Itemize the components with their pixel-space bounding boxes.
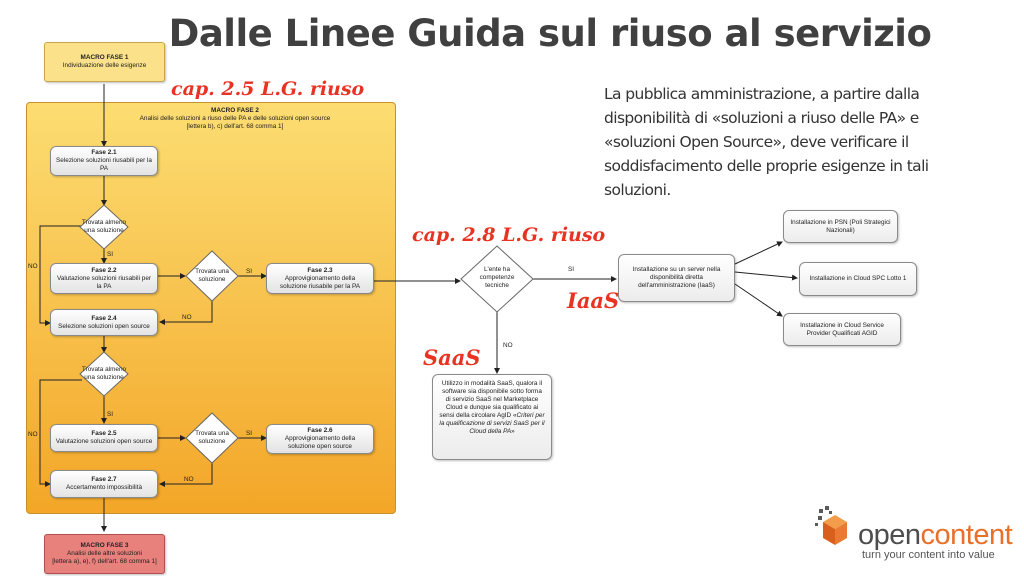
psn-text: Installazione in PSN (Poli Strategici Na… bbox=[790, 218, 891, 234]
macro-phase-3-ref: [lettera a), e), f) dell'art. 68 comma 1… bbox=[52, 558, 157, 565]
decision-competenze-line2: competenze bbox=[479, 274, 515, 281]
decision-1-line2: una soluzione bbox=[84, 227, 124, 234]
macro-phase-1-heading: MACRO FASE 1 bbox=[80, 54, 129, 61]
phase-2-4-text: Selezione soluzioni open source bbox=[58, 322, 150, 330]
yes-label-d3: SI bbox=[107, 411, 114, 418]
intro-text: La pubblica amministrazione, a partire d… bbox=[604, 85, 929, 199]
decision-4-line1: Trovata una bbox=[195, 430, 229, 437]
cloud-spc-text: Installazione in Cloud SPC Lotto 1 bbox=[809, 275, 907, 282]
macro-phase-2-heading: MACRO FASE 2 bbox=[211, 107, 259, 114]
opencontent-logo-icon bbox=[815, 506, 847, 545]
decision-1-label: Trovata almeno una soluzione bbox=[74, 219, 134, 235]
saas-text-end: » bbox=[511, 428, 515, 435]
phase-2-4-heading: Fase 2.4 bbox=[91, 314, 117, 322]
saas-box: Utilizzo in modalità SaaS, qualora il so… bbox=[432, 374, 552, 460]
macro-phase-1-text: Individuazione delle esigenze bbox=[62, 62, 147, 69]
phase-2-1-text: Selezione soluzioni riusabili per la PA bbox=[56, 157, 152, 172]
decision-competenze-line1: L'ente ha bbox=[483, 266, 511, 273]
logo-open: open bbox=[858, 519, 921, 551]
decision-1-line1: Trovata almeno bbox=[81, 219, 127, 226]
no-label-d1: NO bbox=[28, 263, 38, 270]
yes-label-d1: SI bbox=[107, 251, 114, 258]
macro-phase-2-header: MACRO FASE 2 Analisi delle soluzioni a r… bbox=[110, 107, 360, 131]
phase-2-6-text: Approvigionamento della soluzione open s… bbox=[284, 435, 356, 450]
phase-2-1-box: Fase 2.1 Selezione soluzioni riusabili p… bbox=[50, 146, 158, 176]
decision-4-line2: soluzione bbox=[198, 438, 226, 445]
macro-phase-3-desc: Analisi delle altre soluzioni bbox=[67, 550, 142, 557]
no-label-d4: NO bbox=[184, 476, 194, 483]
saas-text: Utilizzo in modalità SaaS, qualora il so… bbox=[439, 380, 543, 419]
phase-2-7-text: Accertamento impossibilità bbox=[65, 484, 142, 491]
psn-box: Installazione in PSN (Poli Strategici Na… bbox=[783, 210, 898, 243]
phase-2-2-box: Fase 2.2 Valutazione soluzioni riusabili… bbox=[50, 263, 158, 294]
phase-2-6-heading: Fase 2.6 bbox=[307, 427, 333, 434]
annotation-saas: SaaS bbox=[423, 345, 481, 370]
phase-2-3-text: Approvigionamento della soluzione riusab… bbox=[279, 274, 361, 290]
cloud-spc-box: Installazione in Cloud SPC Lotto 1 bbox=[799, 262, 917, 296]
phase-2-3-heading: Fase 2.3 bbox=[307, 266, 333, 274]
phase-2-7-heading: Fase 2.7 bbox=[91, 476, 117, 483]
decision-2-label: Trovata una soluzione bbox=[182, 268, 242, 284]
yes-label-competenze: SI bbox=[568, 266, 575, 273]
decision-3-label: Trovata almeno una soluzione bbox=[74, 366, 134, 382]
decision-3-line2: una soluzione bbox=[84, 374, 124, 381]
yes-label-d4: SI bbox=[246, 430, 253, 437]
annotation-cap-2-8: cap. 2.8 L.G. riuso bbox=[412, 224, 606, 246]
yes-label-d2: SI bbox=[246, 268, 253, 275]
iaas-install-box: Installazione su un server nella disponi… bbox=[618, 254, 735, 302]
phase-2-6-box: Fase 2.6 Approvigionamento della soluzio… bbox=[266, 424, 374, 454]
cloud-provider-text: Installazione in Cloud Service Provider … bbox=[800, 321, 884, 337]
page-title: Dalle Linee Guida sul riuso al servizio bbox=[168, 12, 932, 55]
logo-wordmark: opencontent bbox=[858, 519, 1013, 551]
saas-criteria-text: Criteri per la qualificazione di servizi… bbox=[439, 412, 545, 435]
phase-2-5-text: Valutazione soluzioni open source bbox=[55, 438, 153, 445]
phase-2-4-box: Fase 2.4 Selezione soluzioni open source bbox=[50, 309, 158, 336]
macro-phase-2-ref: [lettera b), c) dell'art. 68 comma 1] bbox=[186, 123, 284, 130]
phase-2-2-heading: Fase 2.2 bbox=[91, 266, 117, 274]
decision-4-label: Trovata una soluzione bbox=[182, 430, 242, 446]
decision-competenze-label: L'ente ha competenze tecniche bbox=[467, 266, 527, 290]
phase-2-7-box: Fase 2.7 Accertamento impossibilità bbox=[50, 470, 158, 498]
phase-2-1-heading: Fase 2.1 bbox=[91, 149, 117, 156]
decision-3-line1: Trovata almeno bbox=[81, 366, 127, 373]
phase-2-2-text: Valutazione soluzioni riusabili per la P… bbox=[56, 274, 152, 290]
macro-phase-1-box: MACRO FASE 1 Individuazione delle esigen… bbox=[44, 42, 165, 82]
annotation-iaas: IaaS bbox=[567, 288, 620, 313]
no-label-d2: NO bbox=[182, 314, 192, 321]
logo-tagline: turn your content into value bbox=[862, 549, 995, 561]
no-label-competenze: NO bbox=[503, 342, 513, 349]
cloud-provider-box: Installazione in Cloud Service Provider … bbox=[783, 313, 901, 346]
phase-2-5-heading: Fase 2.5 bbox=[91, 430, 117, 437]
macro-phase-3-heading: MACRO FASE 3 bbox=[80, 542, 129, 549]
iaas-install-text: Installazione su un server nella disponi… bbox=[632, 266, 721, 289]
phase-2-3-box: Fase 2.3 Approvigionamento della soluzio… bbox=[266, 263, 374, 294]
macro-phase-2-desc: Analisi delle soluzioni a riuso delle PA… bbox=[139, 115, 331, 122]
macro-phase-3-box: MACRO FASE 3 Analisi delle altre soluzio… bbox=[44, 534, 165, 574]
decision-2-line1: Trovata una bbox=[195, 268, 229, 275]
phase-2-5-box: Fase 2.5 Valutazione soluzioni open sour… bbox=[50, 424, 158, 452]
no-label-d3: NO bbox=[28, 431, 38, 438]
decision-2-line2: soluzione bbox=[198, 276, 226, 283]
logo-content: content bbox=[920, 519, 1013, 551]
annotation-cap-2-5: cap. 2.5 L.G. riuso bbox=[171, 78, 365, 100]
decision-competenze-line3: tecniche bbox=[485, 282, 509, 289]
